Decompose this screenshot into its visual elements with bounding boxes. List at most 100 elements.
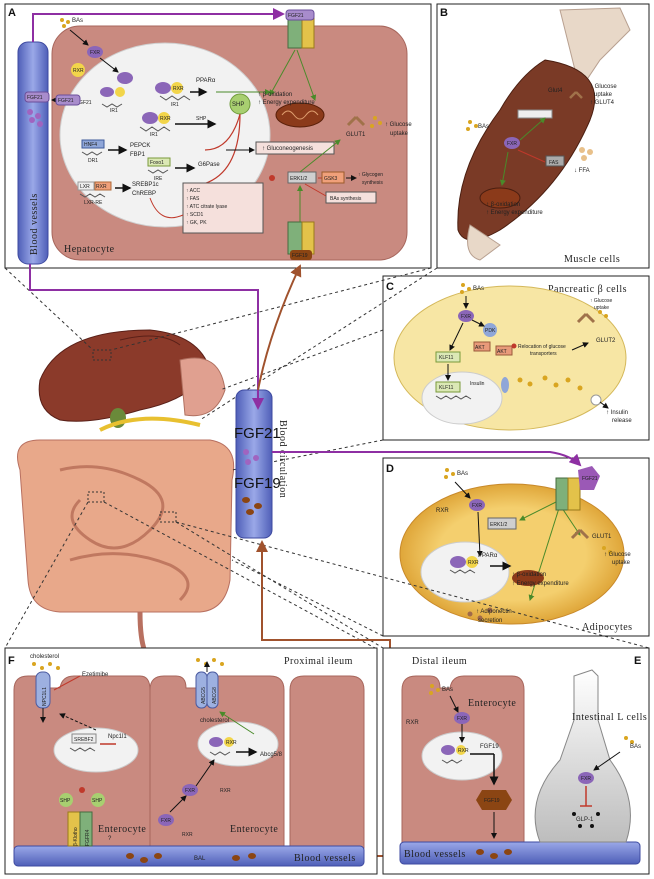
pdk-label: PDK <box>485 328 496 334</box>
shp-gene-label: SHP <box>196 116 207 122</box>
rxr-label-f3: RXR <box>182 832 193 838</box>
fxr-label-a: FXR <box>90 50 100 56</box>
fxr-label-d: FXR <box>472 503 482 509</box>
glucose-uptake-b1: ↑ Glucose <box>590 84 617 90</box>
insulin-release-1: ↑ Insulin <box>606 410 628 416</box>
srebp-label: SREBP1c <box>132 182 159 188</box>
ir1-label-a3: IR1 <box>150 132 158 138</box>
klf11-label-1: KLF11 <box>439 355 454 361</box>
lipo-fas: ↑ FAS <box>186 196 200 202</box>
fgfr4-label-f: FGFR4 <box>85 829 91 846</box>
panel-c-letter: C <box>386 281 394 293</box>
abcg8-label: ABCG8 <box>212 687 218 704</box>
shp-label-a: SHP <box>232 102 244 108</box>
fas-label-b: FAS <box>549 160 559 166</box>
rxr-label-d: RXR <box>436 508 449 514</box>
energy-b: ↑ Energy expenditure <box>486 210 543 216</box>
gsk3-label: GSK3 <box>324 176 338 182</box>
adiponectin-1: ↑ Adiponectin <box>476 609 512 615</box>
insulin-gene-label: Insulin <box>470 381 485 387</box>
muscle-cells-title: Muscle cells <box>564 254 620 265</box>
dr1-label: DR1 <box>88 158 98 164</box>
npc1l1-gene-label: Npc1l1 <box>108 734 127 740</box>
insulin-release-2: release <box>612 418 632 424</box>
glp1-label: GLP-1 <box>576 817 594 823</box>
glut1-label-a: GLUT1 <box>346 132 366 138</box>
glut2-label: GLUT2 <box>596 338 616 344</box>
circulation-fgf19: FGF19 <box>234 475 281 492</box>
l-cell-shape <box>534 669 631 843</box>
fxr-label-e2: FXR <box>581 776 591 782</box>
panel-f-letter: F <box>8 655 15 667</box>
rxr-label-a2: RXR <box>173 86 184 92</box>
ezetimibe-label: Ezetimibe <box>82 672 109 678</box>
pepck-label: PEPCK <box>130 143 150 149</box>
abcg58-gene-label: Abcg5/8 <box>260 752 283 758</box>
fbp1-label: FBP1 <box>130 152 146 158</box>
intestine-shape <box>17 439 235 613</box>
g6pase-label: G6Pase <box>198 162 220 168</box>
fxr-label-b: FXR <box>507 141 517 147</box>
bas-label-c: BAs <box>473 286 484 292</box>
organs-illustration <box>17 329 235 662</box>
beta-ox-a: ↑ β-oxidation <box>258 92 292 98</box>
fgf21-gene-label: FGF21 <box>76 100 92 106</box>
fgf19-gene-label: FGF19 <box>480 744 499 750</box>
glucose-uptake-a2: uptake <box>390 131 409 137</box>
circulation-fgf21: FGF21 <box>234 425 281 442</box>
adipocytes-title: Adipocytes <box>582 622 633 633</box>
fgf19-receptor-a-label: FGF19 <box>292 253 308 259</box>
lxre-label: LXR-RE <box>84 200 103 206</box>
glycogen-2: synthesis <box>362 180 383 186</box>
klotho-label-f: β-Klotho <box>73 827 79 846</box>
lipogenesis-box <box>182 182 264 234</box>
gluconeogenesis-label: ↑ Gluconeogenesis <box>262 146 313 152</box>
distal-ileum-title: Distal ileum <box>412 656 467 667</box>
glucose-uptake-b2: uptake <box>594 92 613 98</box>
vessels-label-e: Blood vessels <box>404 849 466 860</box>
cholesterol-label-2: cholesterol <box>200 718 229 724</box>
fxr-label-c: FXR <box>461 314 471 320</box>
rxr-label-d2: RXR <box>468 560 479 566</box>
fgf21-receptor-a-label: FGF21 <box>288 13 304 19</box>
bile-acids-a: BAs <box>60 18 83 28</box>
glut1-label-d: GLUT1 <box>592 534 612 540</box>
lipo-gk: ↑ GK, PK <box>186 220 207 226</box>
ir1-label-a1: IR1 <box>171 102 179 108</box>
fgf19-protein-label: FGF19 <box>484 798 500 804</box>
rxr-cytoplasm-a <box>71 63 85 77</box>
glut4-label: Glut4 <box>548 88 563 94</box>
npc1l1-label: NPC1L1 <box>42 687 48 706</box>
panel-a: A Blood vessels Hepatocyte BAs FXR RXR R… <box>4 3 432 269</box>
energy-a: ↑ Energy expenditure <box>258 100 315 106</box>
rxr-label-lxr: RXR <box>96 184 107 190</box>
l-cells-label: Intestinal L cells <box>572 712 647 723</box>
rxr-label-e: RXR <box>406 720 419 726</box>
rxr-label-a3: RXR <box>160 116 171 122</box>
foxo1-label: Foxo1 <box>150 160 164 166</box>
beta-ox-b: ↑ β-oxidation <box>486 202 520 208</box>
relocation-2: transporters <box>530 351 557 357</box>
blood-circulation: FGF21 FGF19 Blood circulation <box>234 389 288 539</box>
bas-label-e2: BAs <box>630 744 641 750</box>
hnf4-label: HNF4 <box>84 142 97 148</box>
shp-label-f1: SHP <box>60 798 71 804</box>
mitochondrion-a <box>275 102 325 128</box>
glucose-uptake-c2: uptake <box>594 305 609 311</box>
lipo-acc: ↑ ACC <box>186 188 201 194</box>
panel-c: C Pancreatic β cells BAs FXR PDK AKT AKT… <box>382 275 650 441</box>
panel-d: D Adipocytes BAs FXR RXR RXR PPARα ERK1/… <box>382 457 650 637</box>
energy-d: ↑ Energy expenditure <box>512 581 569 587</box>
fgf21-cell-label: FGF21 <box>58 98 74 104</box>
panel-e-letter: E <box>634 655 641 667</box>
panel-d-letter: D <box>386 463 394 475</box>
rxr-label-f2: RXR <box>220 788 231 794</box>
bas-label-d: BAs <box>457 471 468 477</box>
glut4-up-label: ↑ GLUT4 <box>590 100 615 106</box>
fxr-cytoplasm-a <box>87 46 103 58</box>
lipo-atc: ↑ ATC citrate lyase <box>186 204 228 210</box>
panel-e: E Distal ileum Blood vessels Intestinal … <box>382 647 650 875</box>
bas-label-e: BAs <box>442 687 453 693</box>
panel-f: F Proximal ileum Blood vessels cholester… <box>4 647 378 875</box>
